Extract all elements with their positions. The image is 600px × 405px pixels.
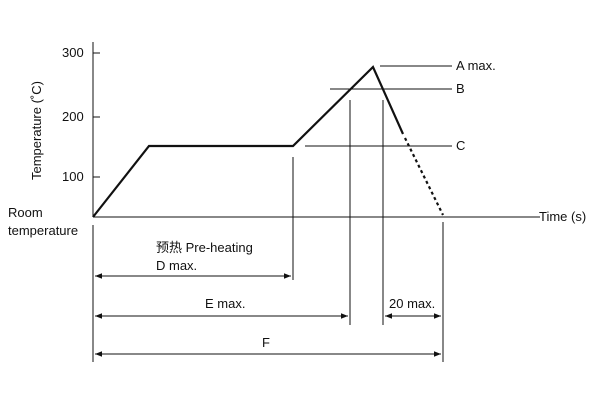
y-tick-label-200: 200 <box>62 109 84 124</box>
preheat-d-label: D max. <box>156 258 197 273</box>
dim-f-label: F <box>262 335 270 350</box>
y-axis-label: Temperature (˚C) <box>29 81 44 180</box>
dim-e-label: E max. <box>205 296 245 311</box>
origin-label-temperature: temperature <box>8 223 78 238</box>
x-axis-label: Time (s) <box>539 209 586 224</box>
origin-label-room: Room <box>8 205 43 220</box>
y-tick-label-100: 100 <box>62 169 84 184</box>
level-b-label: B <box>456 81 465 96</box>
level-c-label: C <box>456 138 465 153</box>
level-a-label: A max. <box>456 58 496 73</box>
profile-cooling-dotted <box>404 137 444 216</box>
preheat-label: 预热 Pre-heating <box>156 240 253 255</box>
dim-20-label: 20 max. <box>389 296 435 311</box>
y-tick-label-300: 300 <box>62 45 84 60</box>
